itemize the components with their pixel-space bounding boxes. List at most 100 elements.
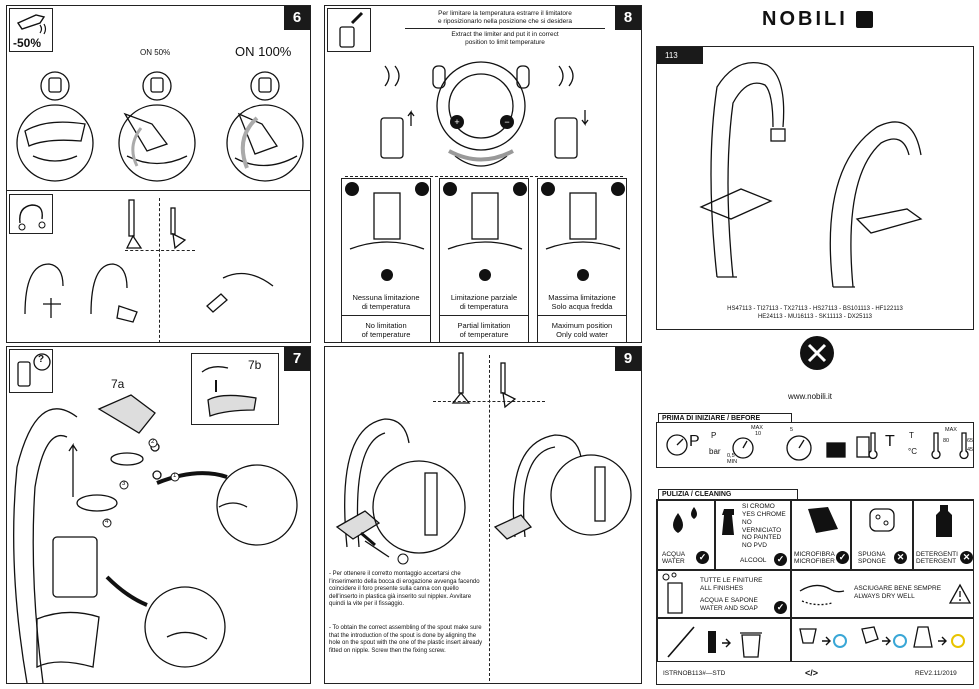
temp-45: 45 [967, 447, 974, 453]
si-cromo: SI CROMO YES CHROME [742, 503, 786, 518]
step-number: 7 [284, 347, 310, 371]
step-number: 9 [615, 347, 641, 371]
label-en: No limitation of temperature [361, 321, 411, 339]
sponge-it: SPUGNA [858, 551, 886, 558]
instruction-en: Extract the limiter and put it in correc… [451, 31, 559, 46]
soap-bottle-icon [662, 572, 683, 614]
max-label: MAX [751, 425, 763, 431]
max-value: 10 [755, 431, 762, 437]
det-it: DETERGENTI [916, 551, 958, 558]
col-max-limit: Massima limitazione Solo acqua fredda Ma… [537, 178, 627, 342]
step-4-label: 4 [105, 519, 109, 525]
svg-text:−: − [504, 117, 509, 127]
doc-code: ISTRNOB113#—STD [663, 670, 726, 677]
cell-dispose-recycle [791, 618, 973, 662]
label-on-50: ON 50% [140, 48, 171, 57]
svg-text:+: + [454, 117, 459, 127]
label-7a: 7a [111, 377, 125, 391]
cross-icon: ✕ [960, 551, 973, 564]
aerator-icon-box [9, 194, 53, 234]
finish-it: TUTTE LE FINITURE [700, 577, 763, 584]
col-partial-limit: Limitazione parziale di temperatura Part… [439, 178, 529, 342]
pressure-p: P [689, 433, 700, 450]
spout-assembly-illustration [335, 352, 632, 565]
dash-divider-h [125, 250, 195, 251]
instruction-en: - To obtain the correct assembling of th… [329, 625, 483, 654]
unit-bar: bar [709, 447, 721, 456]
help-icon-box: ? [9, 349, 53, 393]
warning-icon [948, 583, 972, 604]
sponge-icon [869, 508, 895, 532]
min-value: 0,5 [727, 453, 735, 459]
dry-text: ASCIUGARE BENE SEMPRE ALWAYS DRY WELL [854, 585, 942, 600]
cartridge-icon-box [327, 8, 371, 52]
cell-water: ACQUA WATER ✓ [657, 500, 715, 570]
dash-row [345, 176, 623, 177]
before-icons [666, 432, 969, 461]
finish-en: ALL FINISHES [700, 585, 744, 592]
micro-en: MICROFIBER [794, 558, 835, 565]
temp-t2: T [909, 431, 914, 440]
col-no-limit: Nessuna limitazione di temperatura No li… [341, 178, 431, 342]
min-label: MIN [727, 459, 738, 465]
dash-divider [489, 355, 490, 681]
flow-percent: -50% [13, 36, 42, 50]
cell-microfiber: MICROFIBRA MICROFIBER ✓ [791, 500, 851, 570]
label-it: Nessuna limitazione di temperatura [352, 293, 420, 311]
before-panel: P P bar 0,5 MIN MAX 10 5 T T °C MAX 80 6… [656, 422, 974, 468]
aerator-steps [24, 199, 274, 323]
cartridge-no-limit [345, 182, 429, 281]
brand-logo-mark [856, 11, 873, 28]
cartridge-icon [339, 11, 364, 48]
handle-screw-illustration [201, 366, 257, 417]
cartridge-partial-limit [443, 182, 527, 281]
check-icon: ✓ [836, 551, 849, 564]
water-it: ACQUA [662, 551, 686, 558]
check-icon: ✓ [774, 553, 787, 566]
label-it: Massima limitazione Solo acqua fredda [548, 293, 616, 311]
row-divider [440, 315, 528, 316]
dash-divider [159, 198, 160, 342]
step-1-label: 1 [173, 473, 177, 479]
panel-8: 8 Per limitare la temperatura estrarre i… [324, 5, 642, 343]
website-url[interactable]: www.nobili.it [788, 392, 833, 401]
cross-icon: ✕ [894, 551, 907, 564]
label-it: Limitazione parziale di temperatura [450, 293, 518, 311]
no-list: NO VERNICIATO NO PAINTED NO PVD [742, 519, 782, 549]
label-on-100: ON 100% [235, 44, 292, 59]
step-3-label: 3 [122, 481, 126, 487]
divider [7, 190, 310, 191]
alcool: ALCOOL [740, 557, 767, 564]
aerator-icon [18, 204, 46, 231]
label-en: Partial limitation of temperature [457, 321, 511, 339]
limiter-illustration: + − [380, 61, 589, 167]
model-codes-1: HS47113 - TI27113 - TX27113 - HS27113 - … [727, 306, 903, 312]
detergent-bottle-icon [936, 505, 952, 537]
det-en: DETERGENT [916, 558, 957, 565]
model-badge: 113 [657, 47, 703, 64]
water-drop-icon [673, 507, 697, 533]
tools-icon [800, 336, 834, 370]
instruction-divider [405, 28, 605, 29]
cell-alcohol: SI CROMO YES CHROME NO VERNICIATO NO PAI… [715, 500, 791, 570]
spray-bottle-icon [722, 509, 734, 535]
revision: REV2.11/2019 [915, 670, 957, 677]
dash-divider-h [433, 401, 545, 402]
cartridge-illustrations [16, 71, 304, 182]
inset-7b: 7b [191, 353, 279, 425]
check-icon: ✓ [774, 601, 787, 614]
cloth-icon [808, 507, 838, 533]
row-divider [538, 315, 626, 316]
eco-icon-box: -50% [9, 8, 53, 52]
product-panel: 113 HS47113 - TI27113 - TX27113 - HS2711… [656, 46, 974, 330]
model-codes-2: HE24113 - MU16113 - SK11113 - DX25113 [757, 314, 873, 320]
soap: ACQUA E SAPONE WATER AND SOAP [700, 597, 758, 612]
flow-icon [16, 14, 47, 35]
step-number: 8 [615, 6, 641, 30]
clean-panel: ACQUA WATER ✓ SI CROMO YES CHROME NO VER… [656, 499, 974, 685]
step-2-label: 2 [151, 439, 155, 445]
disassembly-illustration [13, 394, 298, 683]
max-temp: 80 [943, 438, 950, 444]
recycle-icons [799, 626, 965, 648]
gauge-5: 5 [790, 427, 794, 433]
